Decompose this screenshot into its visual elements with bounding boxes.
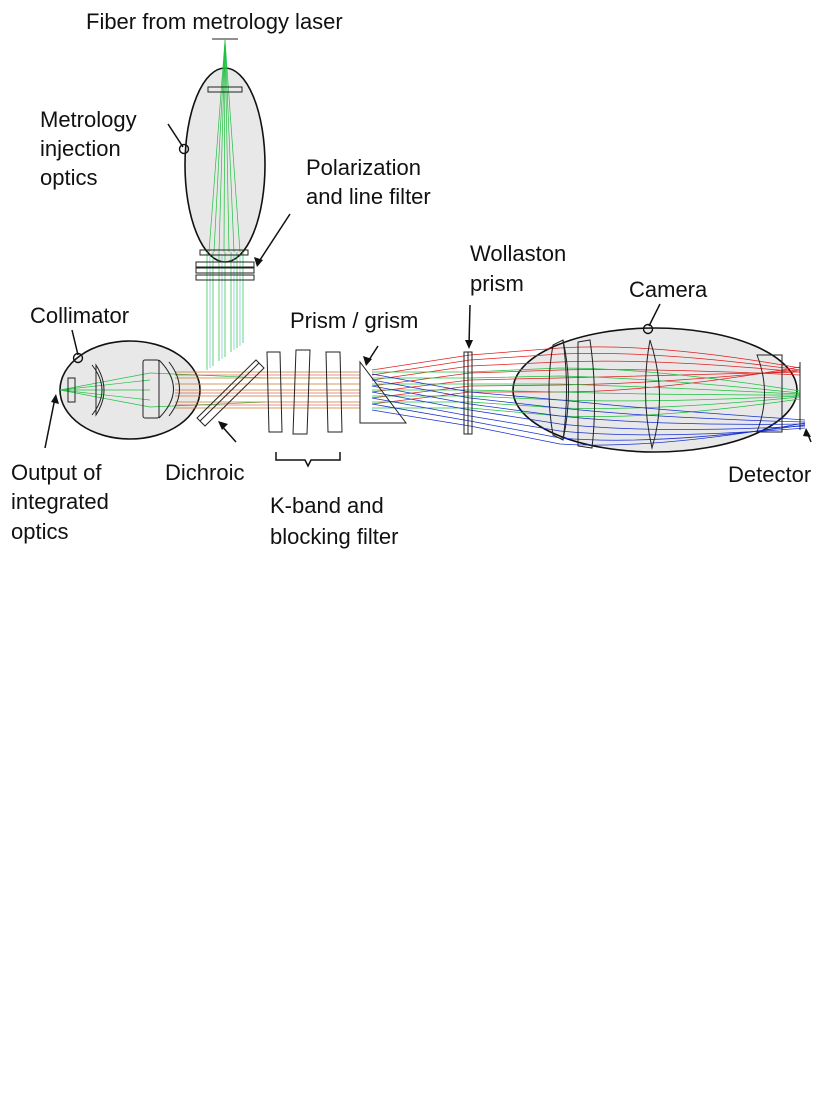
camera-housing bbox=[512, 327, 798, 453]
label-polarization-line2: and line filter bbox=[306, 184, 431, 209]
camera-lenses bbox=[548, 339, 801, 450]
label-polarization-line1: Polarization bbox=[306, 155, 421, 180]
label-wollaston-line2: prism bbox=[470, 271, 524, 296]
label-metrology-line1: Metrology bbox=[40, 107, 137, 132]
label-kband-line1: K-band and bbox=[270, 493, 384, 518]
callout-pointers bbox=[44, 123, 812, 468]
label-dichroic: Dichroic bbox=[165, 460, 244, 485]
label-output-line2: integrated bbox=[11, 489, 109, 514]
prism-grism-element bbox=[359, 360, 408, 424]
wollaston-prism-element bbox=[463, 351, 473, 435]
label-camera: Camera bbox=[629, 277, 708, 302]
k-band-filters bbox=[266, 349, 343, 435]
label-prism-grism: Prism / grism bbox=[290, 308, 418, 333]
label-collimator: Collimator bbox=[30, 303, 129, 328]
label-output-line3: optics bbox=[11, 519, 68, 544]
label-output-line1: Output of bbox=[11, 460, 102, 485]
label-metrology-line3: optics bbox=[40, 165, 97, 190]
label-metrology-line2: injection bbox=[40, 136, 121, 161]
label-detector: Detector bbox=[728, 462, 811, 487]
label-wollaston-line1: Wollaston bbox=[470, 241, 566, 266]
collimator-lenses bbox=[67, 359, 180, 419]
metrology-beam-teal bbox=[209, 255, 241, 368]
metrology-beam bbox=[206, 39, 244, 370]
metrology-optics-elements bbox=[195, 38, 255, 281]
label-fiber: Fiber from metrology laser bbox=[86, 9, 343, 34]
dichroic-element bbox=[196, 359, 265, 427]
label-kband-line2: blocking filter bbox=[270, 524, 398, 549]
